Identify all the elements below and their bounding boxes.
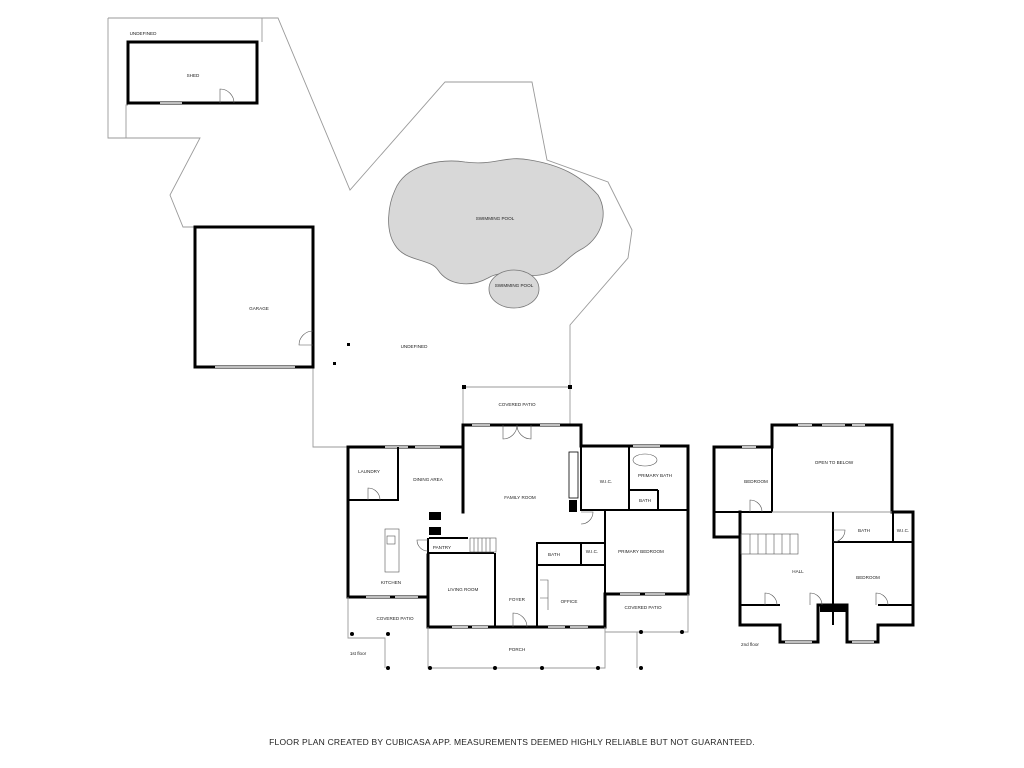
label-bath-2nd: BATH [858,528,870,533]
label-bath-primary: BATH [639,498,651,503]
label-garage: GARAGE [249,306,269,311]
caption-1st-floor: 1st floor [350,651,367,656]
label-wic-2nd: W.I.C. [897,528,910,533]
label-kitchen: KITCHEN [381,580,401,585]
caption-2nd-floor: 2nd floor [741,642,759,647]
second-floor [712,423,915,644]
label-laundry: LAUNDRY [358,469,380,474]
label-shed: SHED [187,73,200,78]
garage [193,225,315,369]
label-bath-hall: BATH [548,552,560,557]
label-living-room: LIVING ROOM [448,587,479,592]
label-covered-patio-left: COVERED PATIO [376,616,414,621]
label-porch: PORCH [509,647,526,652]
disclaimer-footer: FLOOR PLAN CREATED BY CUBICASA APP. MEAS… [269,737,755,747]
shed [126,40,259,105]
label-dining-area: DINING AREA [413,477,444,482]
label-hall: HALL [792,569,804,574]
label-swimming-pool-small: SWIMMING POOL [495,283,534,288]
label-bedroom-2: BEDROOM [856,575,880,580]
site-outline-lower [126,137,201,228]
yard-outline [312,367,348,448]
site-outline [108,17,633,388]
label-undefined-yard: UNDEFINED [401,344,428,349]
label-primary-bedroom: PRIMARY BEDROOM [618,549,664,554]
label-foyer: FOYER [509,597,526,602]
label-wic-primary: W.I.C. [600,479,613,484]
label-undefined-top: UNDEFINED [130,31,157,36]
label-covered-patio-rear: COVERED PATIO [498,402,536,407]
swimming-pool-small [488,269,540,309]
label-office: OFFICE [561,599,578,604]
label-open-to-below: OPEN TO BELOW [815,460,854,465]
label-wic-hall: W.I.C. [586,549,599,554]
label-primary-bath: PRIMARY BATH [638,473,672,478]
label-pantry: PANTRY [433,545,451,550]
swimming-pool [388,158,604,285]
site-outline-left [107,18,128,139]
label-covered-patio-right: COVERED PATIO [624,605,662,610]
door-icon [219,88,235,104]
label-bedroom-1: BEDROOM [744,479,768,484]
first-floor [346,423,690,629]
label-family-room: FAMILY ROOM [504,495,536,500]
label-swimming-pool: SWIMMING POOL [476,216,515,221]
